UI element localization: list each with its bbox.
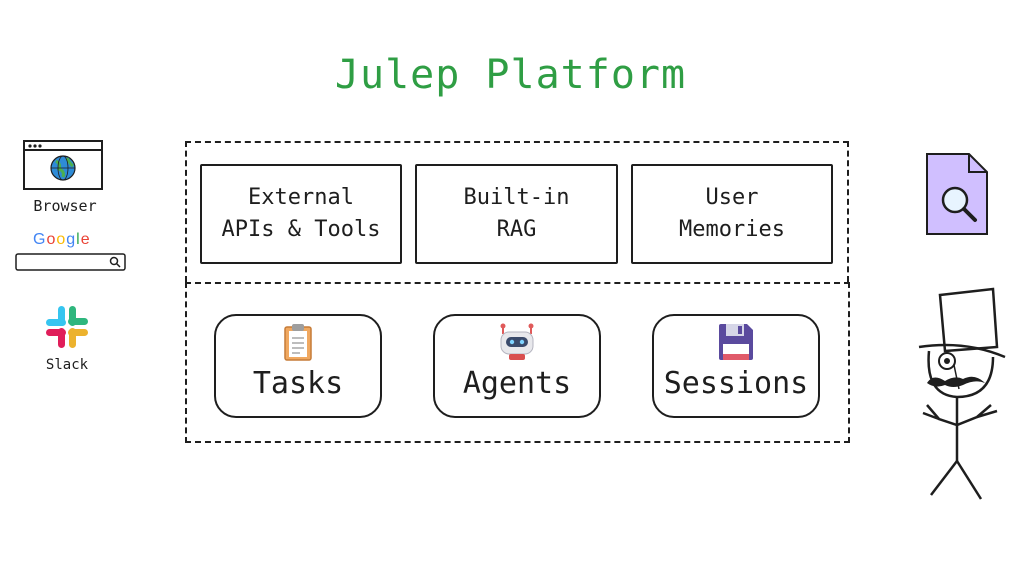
feature-external-apis: External APIs & Tools xyxy=(200,164,402,264)
diagram-title: Julep Platform xyxy=(334,52,687,98)
robot-icon xyxy=(500,323,534,360)
slack-icon xyxy=(44,304,90,350)
slack-label: Slack xyxy=(45,357,89,373)
clipboard-icon xyxy=(284,324,312,361)
browser-icon xyxy=(23,139,103,191)
core-label: Agents xyxy=(462,366,572,401)
feature-line-1: Built-in xyxy=(463,185,570,210)
search-bar xyxy=(15,253,126,272)
core-label: Tasks xyxy=(252,366,344,401)
platform-core-container xyxy=(185,282,850,443)
search-icon xyxy=(109,256,119,266)
feature-line-1: External xyxy=(248,185,354,210)
feature-line-2: RAG xyxy=(496,217,537,242)
user-stick-figure-icon xyxy=(915,285,1010,505)
core-tasks: Tasks xyxy=(214,314,382,418)
feature-line-1: User xyxy=(705,185,759,210)
svg-text:Google: Google xyxy=(33,231,91,248)
google-logo: Google xyxy=(33,228,105,250)
core-agents: Agents xyxy=(433,314,601,418)
feature-built-in-rag: Built-in RAG xyxy=(415,164,618,264)
document-search-icon xyxy=(925,152,989,236)
feature-user-memories: User Memories xyxy=(631,164,833,264)
platform-services-container xyxy=(185,141,849,282)
core-label: Sessions xyxy=(663,366,809,401)
feature-line-2: Memories xyxy=(679,217,785,242)
feature-line-2: APIs & Tools xyxy=(221,217,381,242)
browser-label: Browser xyxy=(33,197,97,215)
floppy-disk-icon xyxy=(719,324,753,360)
core-sessions: Sessions xyxy=(652,314,820,418)
